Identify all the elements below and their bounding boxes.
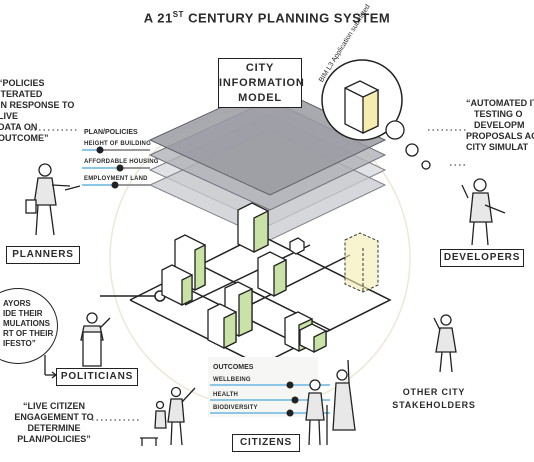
developers-label: DEVELOPERS (440, 249, 524, 267)
policy-affordable: AFFORDABLE HOUSING (84, 159, 159, 165)
plan-policies-title: PLAN/POLICIES (84, 129, 138, 136)
policy-height: HEIGHT OF BUILDING (84, 141, 151, 147)
cim-line-3: MODEL (238, 92, 282, 104)
policy-sliders (82, 146, 150, 189)
other-stakeholders-label: OTHER CITY STAKEHOLDERS (392, 385, 476, 414)
politician-figure (80, 312, 111, 367)
policy-employment: EMPLOYMENT LAND (84, 176, 148, 182)
outcome-wellbeing: WELLBEING (213, 377, 251, 383)
city-information-model-box: CITY INFORMATION MODEL (218, 58, 305, 108)
developers-quote: “AUTOMATED IT TESTING O DEVELOPM PROPOSA… (466, 98, 534, 152)
bim-bubble (321, 59, 431, 170)
arrows (44, 185, 81, 379)
stakeholder-figure (433, 314, 457, 373)
outcome-biodiversity: BIODIVERSITY (213, 405, 258, 411)
planner-figure (25, 163, 71, 236)
citizens-label: CITIZENS (232, 434, 300, 452)
citizens-quote: “LIVE CITIZEN ENGAGEMENT TO DETERMINE PL… (14, 401, 94, 444)
planners-quote: “POLICIES ITERATED IN RESPONSE TO LIVE D… (0, 78, 75, 143)
page-title: A 21ST CENTURY PLANNING SYSTEM (143, 10, 391, 26)
politicians-label: POLITICIANS (56, 368, 138, 386)
outcome-health: HEALTH (213, 392, 239, 398)
citizen-figures (140, 359, 356, 446)
cim-line-2: INFORMATION (219, 77, 305, 89)
cim-line-1: CITY (245, 62, 275, 74)
buildings (161, 202, 327, 354)
developer-figure (461, 178, 506, 246)
planners-label: PLANNERS (6, 246, 80, 264)
proposed-building (344, 232, 379, 293)
outcomes-title: OUTCOMES (213, 364, 254, 371)
leader-dots (30, 129, 468, 421)
